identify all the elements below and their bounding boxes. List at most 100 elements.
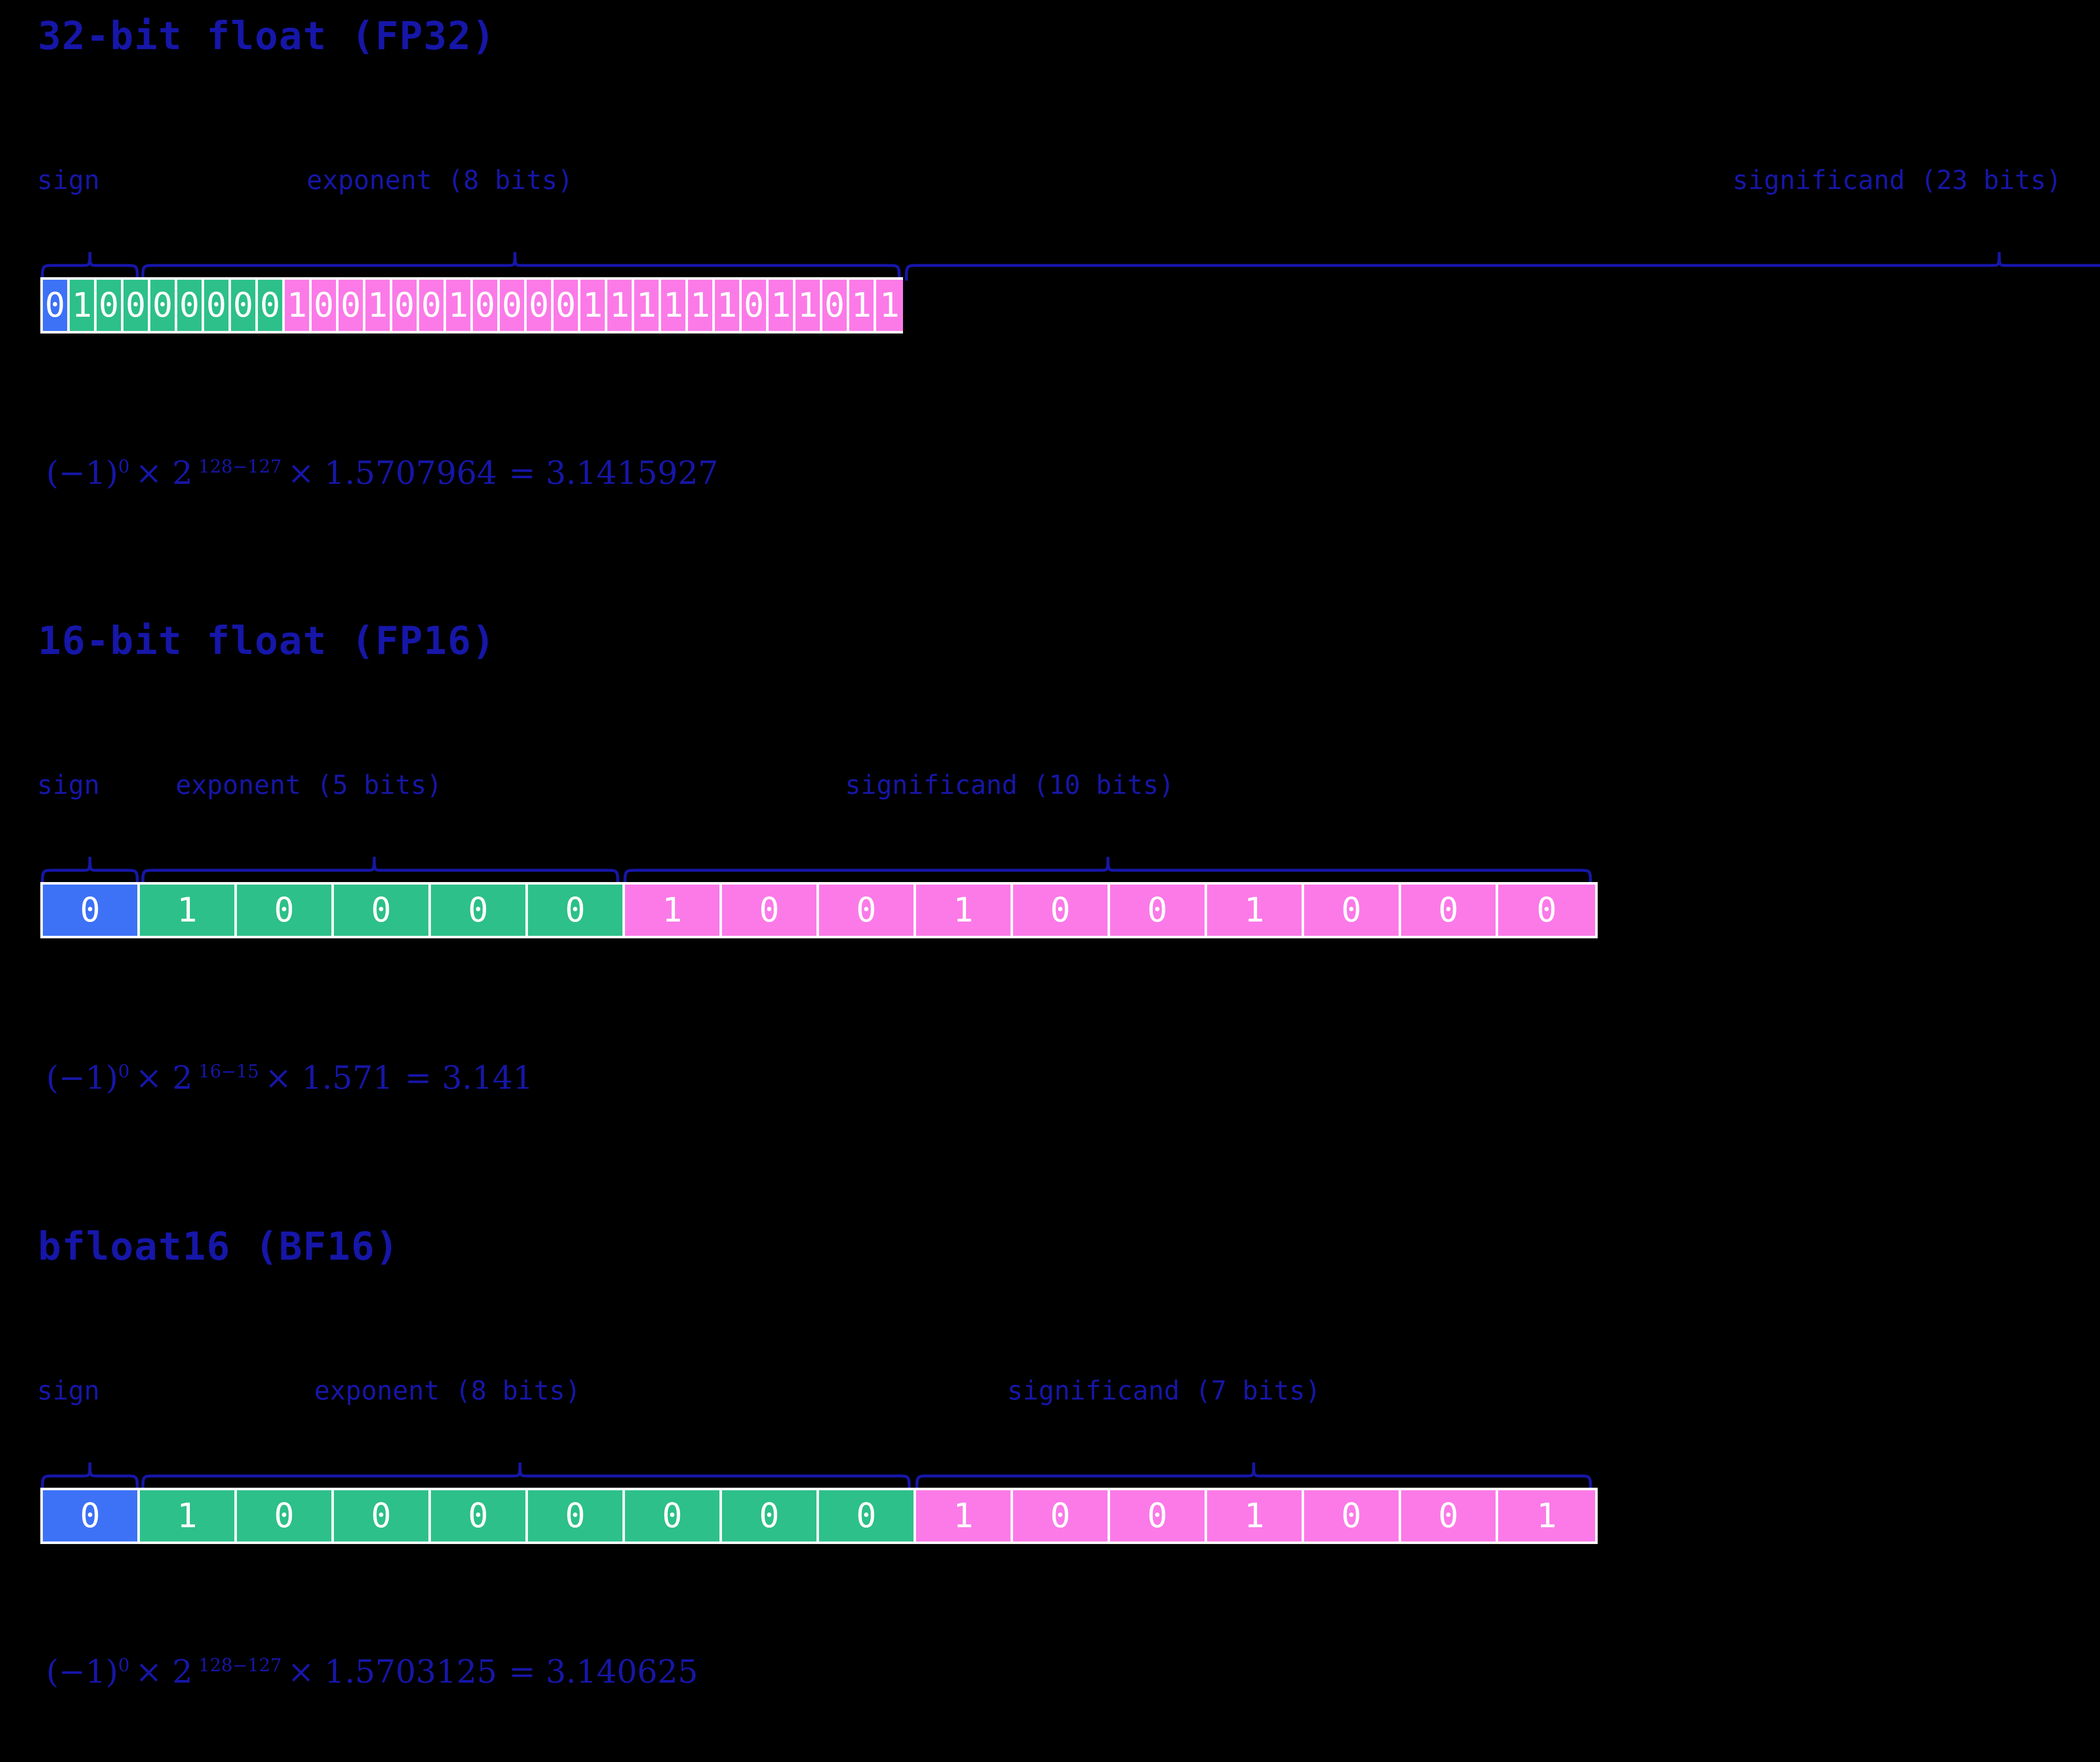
fp16-bit-exponent: 0: [431, 885, 528, 936]
fp16-braces: [0, 840, 2100, 886]
fp32-formula-exponent: 128−127: [198, 456, 282, 478]
bf16-bit-exponent: 0: [431, 1490, 528, 1541]
fp32-bit-exponent: 0: [204, 280, 231, 331]
bf16-bit-significand: 0: [1013, 1490, 1110, 1541]
fp16-label-sign: sign: [37, 769, 100, 800]
bf16-bit-exponent: 0: [237, 1490, 334, 1541]
bf16-formula-times2: × 1.5703125: [287, 1653, 497, 1690]
fp32-bit-significand: 1: [769, 280, 795, 331]
fp16-bit-significand: 1: [625, 885, 722, 936]
fp16-label-significand: significand (10 bits): [845, 769, 1174, 800]
bf16-bit-exponent: 0: [528, 1490, 625, 1541]
fp32-bit-significand: 0: [392, 280, 419, 331]
fp16-bit-significand: 0: [819, 885, 916, 936]
fp32-bit-significand: 1: [661, 280, 688, 331]
bf16-formula-result: = 3.140625: [509, 1653, 698, 1690]
fp32-bit-significand: 0: [339, 280, 365, 331]
fp32-bit-exponent: 0: [97, 280, 123, 331]
bf16-formula-exponent: 128−127: [198, 1655, 282, 1676]
fp16-formula-sign-exp: 0: [118, 1061, 130, 1082]
bf16-formula-times1: × 2: [135, 1653, 193, 1690]
bf16-bit-sign: 0: [43, 1490, 140, 1541]
bf16-label-exponent: exponent (8 bits): [314, 1375, 581, 1406]
fp32-formula-base: (−1): [46, 454, 118, 491]
bf16-label-sign: sign: [37, 1375, 100, 1406]
fp32-bit-significand: 1: [634, 280, 661, 331]
fp16-bit-significand: 0: [1110, 885, 1207, 936]
fp16-bit-significand: 0: [1304, 885, 1401, 936]
fp32-bit-significand: 1: [580, 280, 607, 331]
fp32-formula-times2: × 1.5707964: [287, 454, 497, 491]
fp16-bit-sign: 0: [43, 885, 140, 936]
fp32-bit-exponent: 0: [231, 280, 258, 331]
fp32-bit-significand: 1: [285, 280, 312, 331]
fp32-bit-significand: 1: [607, 280, 634, 331]
fp32-bit-significand: 1: [849, 280, 876, 331]
fp16-formula-base: (−1): [46, 1059, 118, 1096]
fp32-label-significand: significand (23 bits): [1732, 165, 2062, 195]
fp32-title: 32-bit float (FP32): [38, 13, 496, 58]
fp16-bit-significand: 0: [722, 885, 819, 936]
bf16-bit-exponent: 0: [334, 1490, 431, 1541]
bf16-bit-significand: 0: [1110, 1490, 1207, 1541]
bf16-bit-exponent: 0: [625, 1490, 722, 1541]
bf16-bit-significand: 0: [1401, 1490, 1498, 1541]
fp16-formula-result: = 3.141: [404, 1059, 533, 1096]
fp32-bit-significand: 1: [446, 280, 473, 331]
bf16-bit-significand: 1: [916, 1490, 1013, 1541]
bf16-bit-significand: 1: [1207, 1490, 1304, 1541]
fp32-bit-significand: 0: [473, 280, 500, 331]
fp16-bit-exponent: 0: [334, 885, 431, 936]
fp32-bit-significand: 0: [527, 280, 554, 331]
bf16-bit-exponent: 1: [140, 1490, 237, 1541]
bf16-title: bfloat16 (BF16): [38, 1224, 399, 1269]
fp32-formula-times1: × 2: [135, 454, 193, 491]
fp16-title: 16-bit float (FP16): [38, 618, 496, 663]
fp32-braces: [0, 235, 2100, 281]
fp16-bit-exponent: 0: [237, 885, 334, 936]
fp16-formula-times1: × 2: [135, 1059, 193, 1096]
bf16-bit-significand: 1: [1498, 1490, 1595, 1541]
fp16-formula-exponent: 16−15: [198, 1061, 259, 1082]
fp32-bit-significand: 0: [419, 280, 446, 331]
fp32-bit-exponent: 0: [150, 280, 177, 331]
bf16-label-significand: significand (7 bits): [1007, 1375, 1321, 1406]
fp16-bit-exponent: 0: [528, 885, 625, 936]
fp32-bit-significand: 1: [365, 280, 392, 331]
fp32-bit-exponent: 0: [177, 280, 204, 331]
fp32-bit-significand: 0: [554, 280, 580, 331]
fp16-formula-times2: × 1.571: [265, 1059, 393, 1096]
fp32-bit-exponent: 0: [123, 280, 150, 331]
fp32-bit-significand: 1: [876, 280, 903, 331]
fp32-label-sign: sign: [37, 165, 100, 195]
fp32-formula-sign-exp: 0: [118, 456, 130, 478]
fp32-formula-result: = 3.1415927: [509, 454, 719, 491]
fp32-bit-significand: 0: [500, 280, 527, 331]
fp16-bit-exponent: 1: [140, 885, 237, 936]
fp16-bit-significand: 0: [1401, 885, 1498, 936]
bf16-formula-base: (−1): [46, 1653, 118, 1690]
fp32-bit-significand: 0: [822, 280, 849, 331]
fp32-bit-exponent: 0: [258, 280, 285, 331]
fp16-bit-significand: 1: [916, 885, 1013, 936]
fp32-bit-significand: 0: [312, 280, 339, 331]
fp32-bit-sign: 0: [43, 280, 70, 331]
fp32-bit-significand: 1: [795, 280, 822, 331]
bf16-bit-exponent: 0: [819, 1490, 916, 1541]
fp32-bit-significand: 1: [715, 280, 742, 331]
fp32-label-exponent: exponent (8 bits): [307, 165, 573, 195]
fp16-bit-significand: 0: [1498, 885, 1595, 936]
fp16-bit-significand: 1: [1207, 885, 1304, 936]
bf16-formula-sign-exp: 0: [118, 1655, 130, 1676]
bf16-braces: [0, 1446, 2100, 1492]
fp16-label-exponent: exponent (5 bits): [176, 769, 442, 800]
fp32-bit-significand: 0: [742, 280, 769, 331]
fp32-bit-exponent: 1: [70, 280, 97, 331]
fp32-bit-significand: 1: [688, 280, 715, 331]
